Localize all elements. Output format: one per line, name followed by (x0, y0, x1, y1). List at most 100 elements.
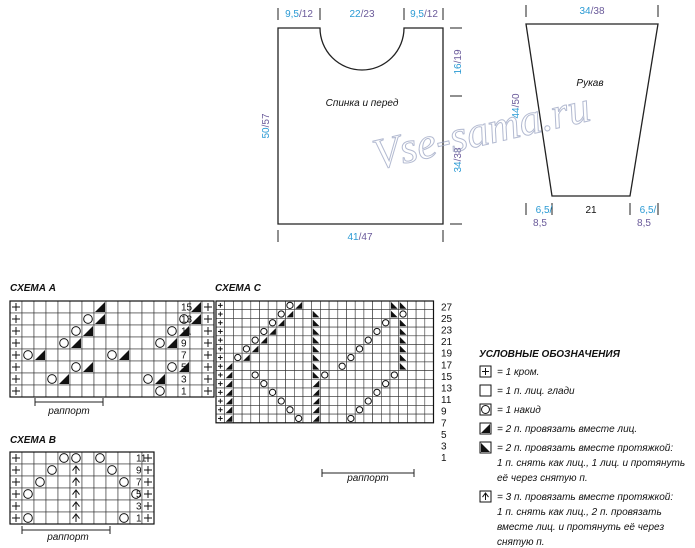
scheme-a-row-number: 3 (181, 375, 187, 386)
scheme-a-cell-knit-stitch (57, 360, 71, 374)
scheme-c-cell-ssk-icon (389, 309, 399, 319)
scheme-c-cell-knit-stitch (285, 318, 295, 328)
scheme-c-cell-knit-stitch (389, 396, 399, 406)
scheme-c-cell-knit-stitch (276, 300, 286, 310)
scheme-a-cell-knit-stitch (141, 360, 155, 374)
scheme-c-cell-edge-stitch-icon (215, 405, 225, 415)
scheme-a-cell-knit-stitch (165, 300, 179, 314)
scheme-c-cell-knit-stitch (241, 370, 252, 380)
scheme-c-cell-ssk-icon (398, 326, 408, 337)
scheme-c-row-number: 27 (441, 302, 453, 313)
scheme-c-cell-knit-stitch (311, 300, 321, 310)
scheme-a-cell-knit-stitch (93, 372, 107, 386)
scheme-c-cell-knit-stitch (424, 396, 434, 406)
scheme-c-cell-knit-stitch (407, 309, 417, 319)
scheme-c-cell-knit-stitch (328, 405, 339, 415)
top-right-measure: 9,5/12 (410, 9, 438, 20)
scheme-c-cell-knit-stitch (320, 344, 330, 354)
scheme-c-cell-edge-stitch-icon (215, 344, 225, 354)
scheme-c-cell-knit-stitch (259, 309, 269, 319)
scheme-c-cell-knit-stitch (302, 352, 312, 363)
scheme-a-cell-knit-stitch (153, 324, 167, 338)
scheme-a-cell-knit-stitch (69, 372, 83, 386)
legend-item-line: 1 п. снять как лиц., 1 лиц. и протянуть (497, 458, 685, 469)
scheme-a-cell-yarn-over-icon (141, 372, 155, 386)
scheme-c-cell-yarn-over-icon (372, 326, 382, 337)
scheme-c-cell-ssk-icon (311, 326, 321, 337)
scheme-a-border (9, 300, 215, 398)
scheme-b-repeat: раппорт (21, 526, 111, 543)
legend-item-line: = 1 п. лиц. глади (497, 386, 575, 397)
scheme-c-cell-knit-stitch (302, 405, 312, 415)
scheme-c-cell-ssk-icon (389, 300, 399, 310)
scheme-c-cell-yarn-over-icon (363, 335, 373, 345)
scheme-a-cell-knit-stitch (105, 300, 119, 314)
scheme-c-cell-ssk-icon (311, 361, 321, 371)
scheme-c-cell-knit-stitch (380, 300, 391, 310)
scheme-b-cell-yarn-over-icon (21, 487, 35, 501)
scheme-b-cell-knit-stitch (93, 475, 107, 489)
scheme-a-cell-knit-stitch (45, 336, 59, 350)
k2tog-icon (479, 422, 492, 435)
scheme-c-cell-knit-stitch (415, 326, 426, 337)
scheme-c-cell-knit-stitch (233, 335, 243, 345)
scheme-c-cell-knit-stitch (372, 309, 382, 319)
scheme-a-cell-knit-stitch (81, 372, 95, 386)
scheme-c-cell-knit-stitch (250, 352, 260, 363)
scheme-c-cell-yarn-over-icon (354, 405, 365, 415)
scheme-c-cell-k2tog-icon (224, 387, 234, 397)
scheme-c-cell-knit-stitch (267, 413, 278, 424)
scheme-b-cell-knit-stitch (45, 451, 59, 465)
scheme-c-cell-knit-stitch (346, 326, 356, 337)
scheme-c-cell-knit-stitch (233, 344, 243, 354)
scheme-c-cell-ssk-icon (398, 352, 408, 363)
scheme-c-cell-knit-stitch (241, 300, 252, 310)
scheme-c-cell-knit-stitch (337, 387, 347, 397)
scheme-a-cell-knit-stitch (129, 312, 143, 326)
scheme-a-cell-edge-stitch-icon (201, 384, 215, 398)
left-height-measure: 50/57 (261, 113, 272, 138)
scheme-c-cell-knit-stitch (293, 361, 304, 371)
circle-icon (479, 403, 492, 416)
scheme-c-cell-knit-stitch (354, 335, 365, 345)
scheme-a-cell-knit-stitch (81, 348, 95, 362)
scheme-c-cell-knit-stitch (380, 326, 391, 337)
scheme-c-cell-knit-stitch (276, 344, 286, 354)
scheme-a-cell-knit-stitch (117, 336, 131, 350)
scheme-a-cell-knit-stitch (57, 300, 71, 314)
scheme-c-cell-knit-stitch (372, 300, 382, 310)
s2k-icon (479, 490, 492, 503)
scheme-c-cell-knit-stitch (250, 396, 260, 406)
sleeve-bottom-left-b: 8,5 (533, 218, 547, 229)
scheme-c-cell-knit-stitch (259, 344, 269, 354)
scheme-c-cell-knit-stitch (302, 300, 312, 310)
scheme-b-cell-yarn-over-icon (57, 451, 71, 465)
scheme-c-cell-knit-stitch (380, 387, 391, 397)
scheme-b-row-number: 9 (136, 466, 142, 477)
scheme-c-cell-knit-stitch (328, 344, 339, 354)
scheme-b-cell-knit-stitch (117, 463, 131, 477)
scheme-c-cell-yarn-over-icon (233, 352, 243, 363)
scheme-a-cell-knit-stitch (45, 312, 59, 326)
scheme-c-cell-knit-stitch (276, 361, 286, 371)
scheme-c-cell-knit-stitch (407, 405, 417, 415)
scheme-c-cell-knit-stitch (337, 300, 347, 310)
scheme-c-cell-knit-stitch (372, 318, 382, 328)
scheme-c-cell-knit-stitch (354, 318, 365, 328)
scheme-c-cell-knit-stitch (424, 318, 434, 328)
scheme-a-cell-edge-stitch-icon (201, 348, 215, 362)
scheme-c-cell-knit-stitch (415, 309, 426, 319)
scheme-a-cell-knit-stitch (69, 312, 83, 326)
scheme-c-cell-yarn-over-icon (380, 318, 391, 328)
scheme-a-cell-knit-stitch (45, 384, 59, 398)
sleeve-bottom-right-b: 8,5 (637, 218, 651, 229)
scheme-b-cell-knit-stitch (81, 475, 95, 489)
scheme-c-cell-edge-stitch-icon (215, 309, 225, 319)
scheme-b-row-number: 3 (136, 502, 142, 513)
scheme-c-cell-knit-stitch (424, 370, 434, 380)
scheme-b-title: СХЕМА В (10, 435, 56, 446)
scheme-c-cell-knit-stitch (372, 352, 382, 363)
scheme-c-cell-knit-stitch (363, 378, 373, 389)
